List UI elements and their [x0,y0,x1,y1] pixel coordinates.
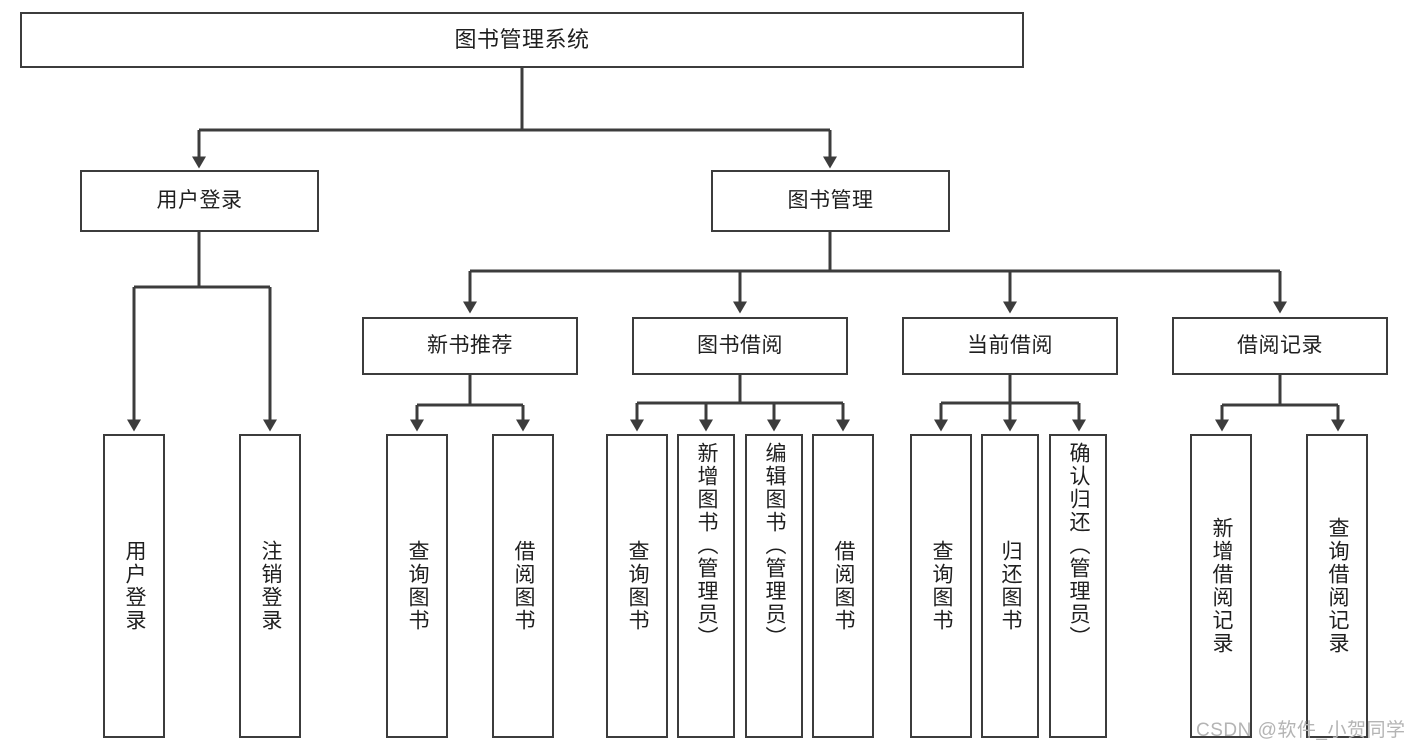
node-leaf-borrow-book-1[interactable]: 借阅图书 [492,434,554,738]
node-leaf-return-book-label: 归还图书 [999,540,1023,632]
node-leaf-confirm-return-label: 确认归还（管理员） [1067,442,1091,649]
node-leaf-add-record[interactable]: 新增借阅记录 [1190,434,1252,738]
node-new-book-rec[interactable]: 新书推荐 [362,317,578,375]
node-current-borrow-label: 当前借阅 [967,333,1053,357]
node-leaf-edit-book[interactable]: 编辑图书（管理员） [745,434,803,738]
node-leaf-query-book-2[interactable]: 查询图书 [606,434,668,738]
node-leaf-query-record[interactable]: 查询借阅记录 [1306,434,1368,738]
node-leaf-query-book-1-label: 查询图书 [406,540,430,632]
node-leaf-user-login[interactable]: 用户登录 [103,434,165,738]
node-leaf-query-book-3[interactable]: 查询图书 [910,434,972,738]
node-borrow-record-label: 借阅记录 [1237,333,1323,357]
node-leaf-query-book-1[interactable]: 查询图书 [386,434,448,738]
node-leaf-borrow-book-2-label: 借阅图书 [832,540,856,632]
node-book-borrow-label: 图书借阅 [697,333,783,357]
node-leaf-add-book[interactable]: 新增图书（管理员） [677,434,735,738]
csdn-watermark: CSDN @软件_小贺同学 [1196,720,1405,741]
node-leaf-borrow-book-1-label: 借阅图书 [512,540,536,632]
node-root-label: 图书管理系统 [454,27,590,53]
node-book-borrow[interactable]: 图书借阅 [632,317,848,375]
node-leaf-query-record-label: 查询借阅记录 [1326,517,1350,655]
node-leaf-borrow-book-2[interactable]: 借阅图书 [812,434,874,738]
node-leaf-return-book[interactable]: 归还图书 [981,434,1039,738]
node-root[interactable]: 图书管理系统 [20,12,1024,68]
node-leaf-logout[interactable]: 注销登录 [239,434,301,738]
node-leaf-edit-book-label: 编辑图书（管理员） [763,442,787,649]
node-leaf-logout-label: 注销登录 [259,540,283,632]
node-leaf-query-book-2-label: 查询图书 [626,540,650,632]
node-book-manage-label: 图书管理 [787,188,874,212]
node-leaf-confirm-return[interactable]: 确认归还（管理员） [1049,434,1107,738]
node-borrow-record[interactable]: 借阅记录 [1172,317,1388,375]
node-user-login-label: 用户登录 [156,188,243,212]
node-leaf-add-book-label: 新增图书（管理员） [695,442,719,649]
node-leaf-add-record-label: 新增借阅记录 [1210,517,1234,655]
node-book-manage[interactable]: 图书管理 [711,170,950,232]
node-user-login[interactable]: 用户登录 [80,170,319,232]
node-current-borrow[interactable]: 当前借阅 [902,317,1118,375]
node-new-book-rec-label: 新书推荐 [427,333,513,357]
node-leaf-query-book-3-label: 查询图书 [930,540,954,632]
node-leaf-user-login-label: 用户登录 [123,540,147,632]
